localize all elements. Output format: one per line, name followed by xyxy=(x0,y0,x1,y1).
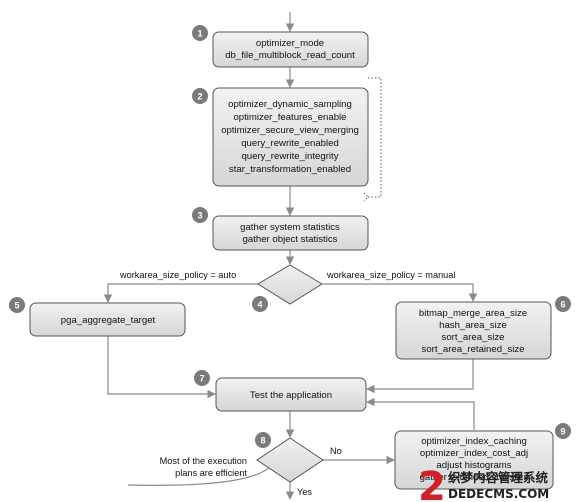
badge-4-number: 4 xyxy=(257,300,262,310)
badge-7: 7 xyxy=(194,370,210,386)
decision-4-diamond xyxy=(257,264,323,305)
step-1-box xyxy=(212,31,369,68)
badge-4: 4 xyxy=(252,296,268,312)
badge-8-circle xyxy=(255,432,271,448)
watermark-text-top: 织梦内容管理系统 xyxy=(448,470,549,485)
edge-label-yes: Yes xyxy=(297,487,312,497)
badge-9-number: 9 xyxy=(560,427,565,437)
badge-2: 2 xyxy=(192,88,208,104)
step-3-line-1: gather system statistics xyxy=(240,222,340,233)
badge-3: 3 xyxy=(192,207,208,223)
arrow-6-to-7 xyxy=(366,359,474,394)
badge-9-circle xyxy=(555,423,571,439)
step-6-box xyxy=(395,301,552,360)
edge-label-no: No xyxy=(330,446,342,456)
badge-1: 1 xyxy=(192,25,208,41)
step-2-line-4: query_rewrite_enabled xyxy=(241,138,339,149)
step-9-line-2: optimizer_index_cost_adj xyxy=(420,448,528,459)
efficient-label-line-2: plans are efficient xyxy=(175,468,247,478)
dotted-loop-arrowhead xyxy=(363,192,369,202)
watermark-glyph: 2 xyxy=(418,464,446,502)
badge-4-circle xyxy=(252,296,268,312)
step-3-box xyxy=(212,215,369,251)
badge-2-circle xyxy=(192,88,208,104)
edge-label-manual: workarea_size_policy = manual xyxy=(326,270,455,280)
step-9-box xyxy=(394,430,554,490)
arrow-4-to-6 xyxy=(322,283,478,302)
badge-6-circle xyxy=(555,296,571,312)
efficient-callout-line xyxy=(127,465,272,486)
step-2-line-3: optimizer_secure_view_merging xyxy=(221,125,359,136)
dedecms-watermark: 2 织梦内容管理系统 DEDECMS.COM xyxy=(418,464,549,502)
step-2-line-2: optimizer_features_enable xyxy=(233,112,346,123)
badge-8: 8 xyxy=(255,432,271,448)
decision-8-diamond xyxy=(256,437,324,483)
connectors xyxy=(103,12,478,500)
arrow-9-to-7 xyxy=(366,397,475,430)
badge-5-number: 5 xyxy=(14,301,19,311)
step-7-line-1: Test the application xyxy=(250,390,332,401)
arrow-4-to-5 xyxy=(103,283,258,303)
step-1-line-1: optimizer_mode xyxy=(256,38,324,49)
badge-6-number: 6 xyxy=(560,300,565,310)
step-2-line-6: star_transformation_enabled xyxy=(229,164,351,175)
badge-1-circle xyxy=(192,25,208,41)
step-6-line-1: bitmap_merge_area_size xyxy=(419,308,527,319)
step-5-line-1: pga_aggregate_target xyxy=(61,315,156,326)
step-1-line-2: db_file_multiblock_read_count xyxy=(225,50,355,61)
step-2-box xyxy=(212,87,369,187)
step-6-line-2: hash_area_size xyxy=(439,320,507,331)
badge-6: 6 xyxy=(555,296,571,312)
step-9-line-4: gather extended statistics xyxy=(420,472,529,483)
arrow-5-to-7 xyxy=(107,336,216,399)
step-2-line-1: optimizer_dynamic_sampling xyxy=(228,99,352,110)
watermark-text-bottom: DEDECMS.COM xyxy=(448,487,549,501)
badge-5: 5 xyxy=(9,297,25,313)
step-6-line-4: sort_area_retained_size xyxy=(422,344,525,355)
badge-7-circle xyxy=(194,370,210,386)
badge-2-number: 2 xyxy=(197,92,202,102)
step-2-line-5: query_rewrite_integrity xyxy=(241,151,338,162)
step-6-line-3: sort_area_size xyxy=(442,332,505,343)
step-9-line-3: adjust histograms xyxy=(436,460,511,471)
badge-7-number: 7 xyxy=(199,374,204,384)
step-9-line-1: optimizer_index_caching xyxy=(421,436,527,447)
step-5-box xyxy=(29,302,186,337)
step-7-box xyxy=(215,377,367,412)
efficient-label-line-1: Most of the execution xyxy=(160,456,247,466)
badge-9: 9 xyxy=(555,423,571,439)
badge-5-circle xyxy=(9,297,25,313)
badge-8-number: 8 xyxy=(260,436,265,446)
badge-3-number: 3 xyxy=(197,211,202,221)
badge-3-circle xyxy=(192,207,208,223)
badge-1-number: 1 xyxy=(197,29,202,39)
edge-label-auto: workarea_size_policy = auto xyxy=(119,270,236,280)
step-3-line-2: gather object statistics xyxy=(243,234,338,245)
